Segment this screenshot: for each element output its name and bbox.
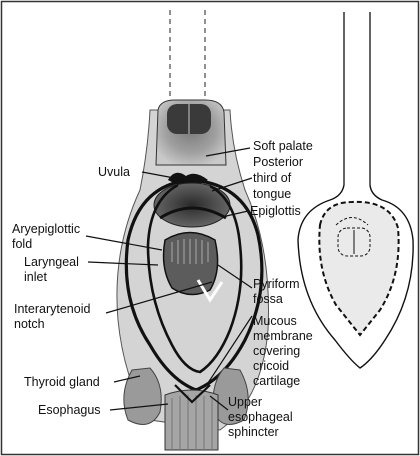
label-interarytenoid-line1: Interarytenoid [14,302,90,316]
label-uvula: Uvula [98,165,130,179]
label-mucous-line3: covering [253,344,300,358]
label-pyriform-line2: fossa [253,292,283,306]
label-aryepiglottic-line2: fold [12,237,32,251]
label-posterior-third-line1: Posterior [253,155,303,169]
label-sphincter-line1: Upper [228,395,262,409]
label-epiglottis: Epiglottis [250,204,301,218]
tongue-shape [154,183,230,227]
label-mucous-line2: membrane [253,329,313,343]
label-laryngeal-line2: inlet [24,270,47,284]
pharynx-drawing [117,10,269,450]
label-aryepiglottic-line1: Aryepiglottic [12,222,80,236]
laryngeal-inlet-shape [164,233,218,295]
schematic-inner-dashed [319,202,398,335]
thyroid-lobe-left [124,368,161,425]
label-interarytenoid-line2: notch [14,317,45,331]
label-esophagus: Esophagus [38,403,101,417]
schematic-drawing [298,12,413,368]
label-laryngeal-line1: Laryngeal [24,255,79,269]
label-posterior-third-line3: tongue [253,187,291,201]
label-mucous-line1: Mucous [253,314,297,328]
label-mucous-line5: cartilage [253,374,300,388]
label-sphincter-line3: sphincter [228,425,279,439]
label-soft-palate: Soft palate [253,139,313,153]
esophagus-shape [165,390,218,450]
label-sphincter-line2: esophageal [228,410,293,424]
label-posterior-third-line2: third of [253,171,292,185]
label-thyroid-gland: Thyroid gland [24,375,100,389]
label-mucous-line4: cricoid [253,359,289,373]
label-pyriform-line1: Pyriform [253,277,300,291]
